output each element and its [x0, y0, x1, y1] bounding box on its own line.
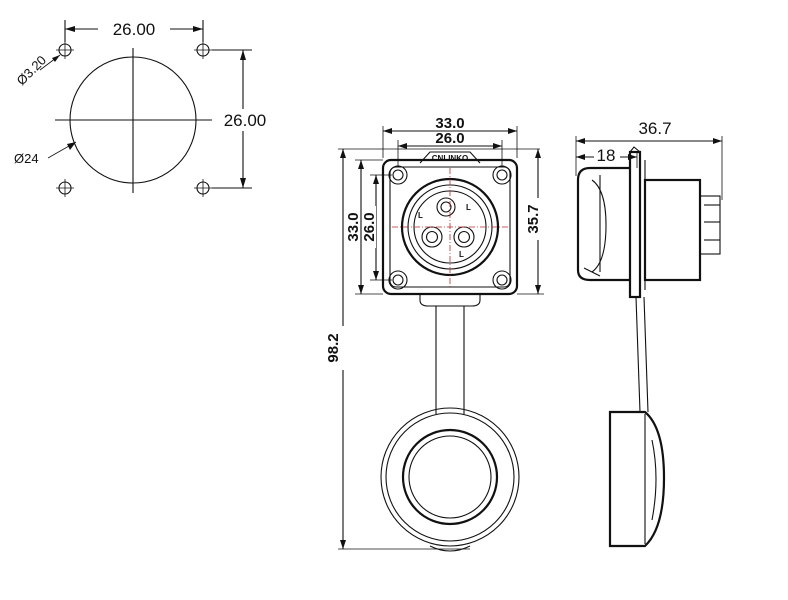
contact-pin — [436, 197, 456, 217]
mounting-hole — [56, 41, 74, 59]
flange-height-label: 35.7 — [525, 204, 542, 233]
mounting-hole — [56, 179, 74, 197]
contact-pin — [421, 226, 443, 248]
dust-cap-inner — [401, 428, 499, 526]
front-view: CNLINKO L L L 33.0 — [325, 115, 544, 552]
inner-width-label: 26.0 — [435, 130, 464, 147]
side-rear-body — [643, 178, 702, 282]
side-flange-plate — [628, 150, 642, 299]
corner-screw — [492, 165, 512, 185]
pin-label-1: L — [418, 211, 423, 220]
hole-spacing-v-label: 26.00 — [224, 111, 267, 130]
brand-label: CNLINKO — [432, 154, 468, 163]
outer-width-label: 33.0 — [435, 115, 464, 132]
hole-spacing-h-label: 26.00 — [113, 20, 156, 39]
side-strap — [635, 296, 641, 413]
corner-screw — [492, 270, 512, 290]
total-depth-label: 36.7 — [638, 119, 671, 138]
dust-cap-outer — [380, 407, 520, 547]
contact-pin — [453, 226, 475, 248]
flange-square — [381, 158, 519, 296]
side-front-body — [576, 166, 630, 282]
panel-cutout-view: 26.00 26.00 Ø3.20 Ø24 — [14, 18, 274, 197]
total-length-label: 98.2 — [325, 333, 342, 362]
outer-height-label: 33.0 — [345, 212, 362, 241]
pin-label-3: L — [466, 203, 471, 212]
cutout-dia-label: Ø24 — [14, 151, 39, 166]
mounting-hole — [194, 179, 212, 197]
hole-dia-label: Ø3.20 — [14, 52, 50, 88]
front-depth-label: 18 — [597, 146, 616, 165]
side-view: 36.7 18 — [575, 119, 723, 548]
side-dust-cap — [608, 410, 666, 548]
mounting-hole — [194, 41, 212, 59]
inner-height-label: 26.0 — [361, 212, 378, 241]
pin-label-2: L — [459, 250, 464, 259]
